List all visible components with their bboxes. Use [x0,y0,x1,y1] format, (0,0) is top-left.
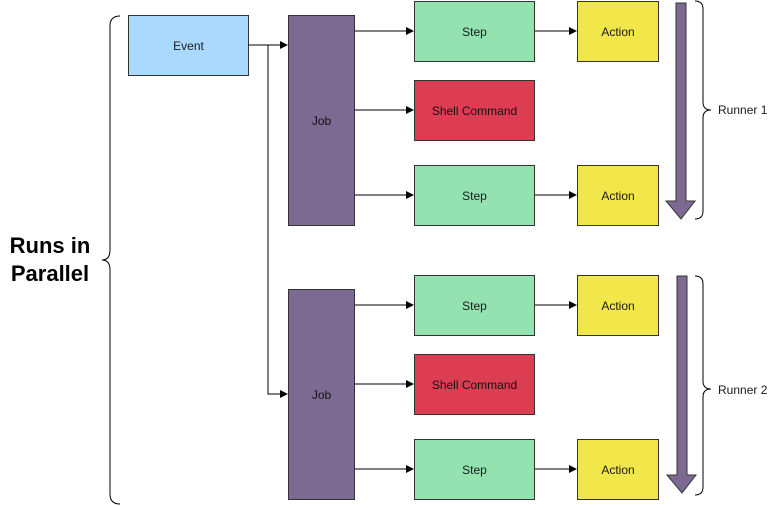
event-label: Event [173,38,204,53]
runner-2-label: Runner 2 [718,383,768,397]
runs-in-line: Runs in [9,233,91,258]
shell-command-label: Shell Command [431,377,518,392]
job-label-1: Job [311,113,332,128]
runner2-down-arrow [665,275,698,494]
action-label: Action [601,298,635,313]
job-node-2: Job [288,289,355,500]
step-label: Step [462,462,487,477]
action-node-2b: Action [577,439,659,500]
runner2-brace [694,275,712,496]
action-label: Action [601,188,635,203]
job-node-1: Job [288,15,355,226]
step-label: Step [462,24,487,39]
action-label: Action [601,24,635,39]
step-node-2b: Step [414,439,535,500]
event-to-job2-connector [267,45,288,398]
shell-command-node-2: Shell Command [414,354,535,415]
step-label: Step [462,298,487,313]
step-node-1b: Step [414,165,535,226]
step-node-2a: Step [414,275,535,336]
shell-command-node-1: Shell Command [414,80,535,141]
action-node-1b: Action [577,165,659,226]
runner1-brace [694,0,712,220]
action-label: Action [601,462,635,477]
parallel-line: Parallel [10,261,90,286]
runs-in-parallel-label: Runs in Parallel [2,232,98,288]
parallel-brace [101,15,121,505]
runner1-down-arrow [664,2,697,220]
step-label: Step [462,188,487,203]
job-label-2: Job [311,387,332,402]
event-node: Event [128,15,249,76]
action-node-2a: Action [577,275,659,336]
action-node-1a: Action [577,1,659,62]
runner-1-label: Runner 1 [718,103,768,117]
shell-command-label: Shell Command [431,103,518,118]
step-node-1a: Step [414,1,535,62]
